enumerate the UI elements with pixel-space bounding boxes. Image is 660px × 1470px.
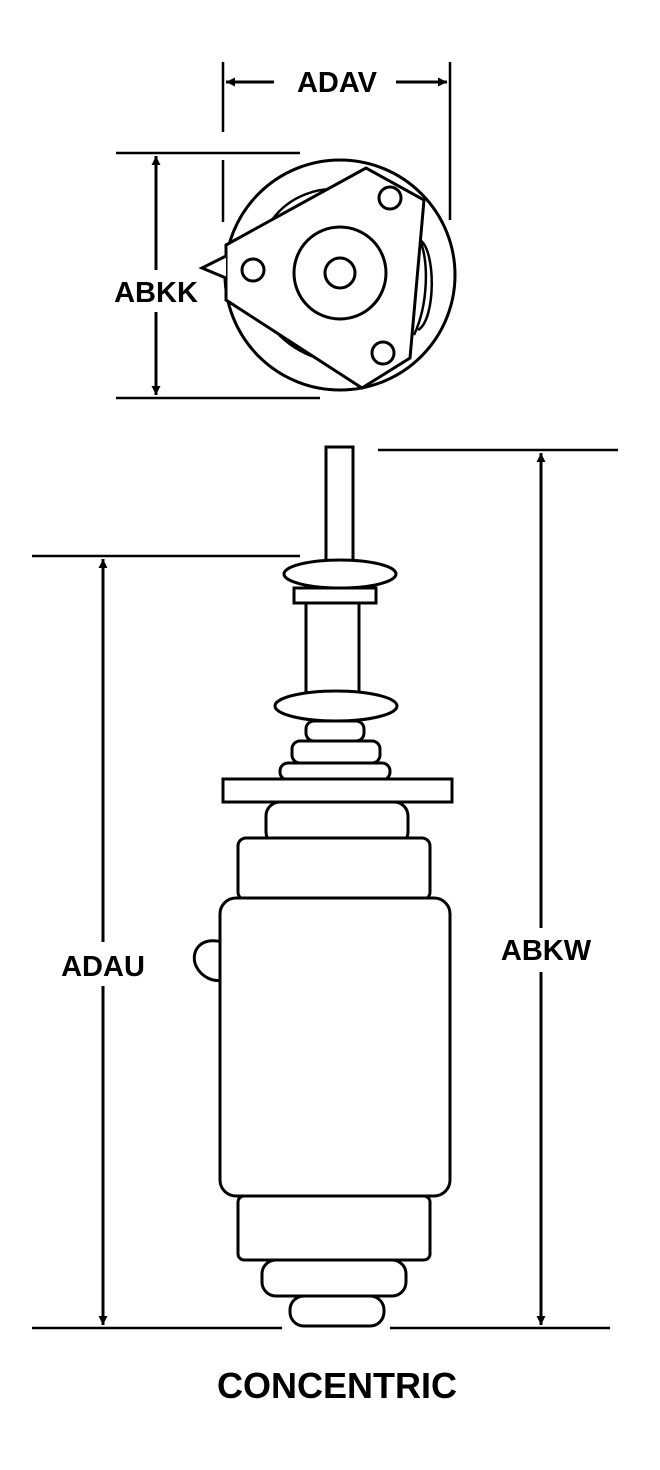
lower-washer [273,689,399,723]
ring-2 [290,739,382,765]
side-lug [192,939,223,982]
upper-collar [292,586,378,605]
dimension-label-adau: ADAU [61,951,145,983]
mounting-hole-left [240,257,266,283]
dimension-label-abkw: ABKW [501,935,592,967]
base-tip [288,1294,386,1328]
base-cap [260,1258,408,1298]
top-view: ADAV ABKK [114,62,457,400]
housing-band-lower [236,1194,432,1262]
dimension-label-adav: ADAV [297,67,378,99]
ring-1 [304,719,366,743]
side-view: ADAU ABKW [32,445,618,1330]
caption: CONCENTRIC [217,1365,457,1406]
inner-slot-right [417,238,433,332]
mounting-plate [221,777,454,804]
shaft-end [323,256,357,290]
shaft [324,445,355,577]
ring-3 [278,761,392,782]
mounting-hole-top [377,185,403,211]
dimension-label-abkk: ABKK [114,277,198,309]
upper-washer [282,558,398,590]
mounting-hole-bottom [370,340,396,366]
housing-band-upper [236,836,432,902]
main-housing [218,896,452,1198]
pointer-tab [198,254,227,280]
threaded-bushing [304,601,361,697]
